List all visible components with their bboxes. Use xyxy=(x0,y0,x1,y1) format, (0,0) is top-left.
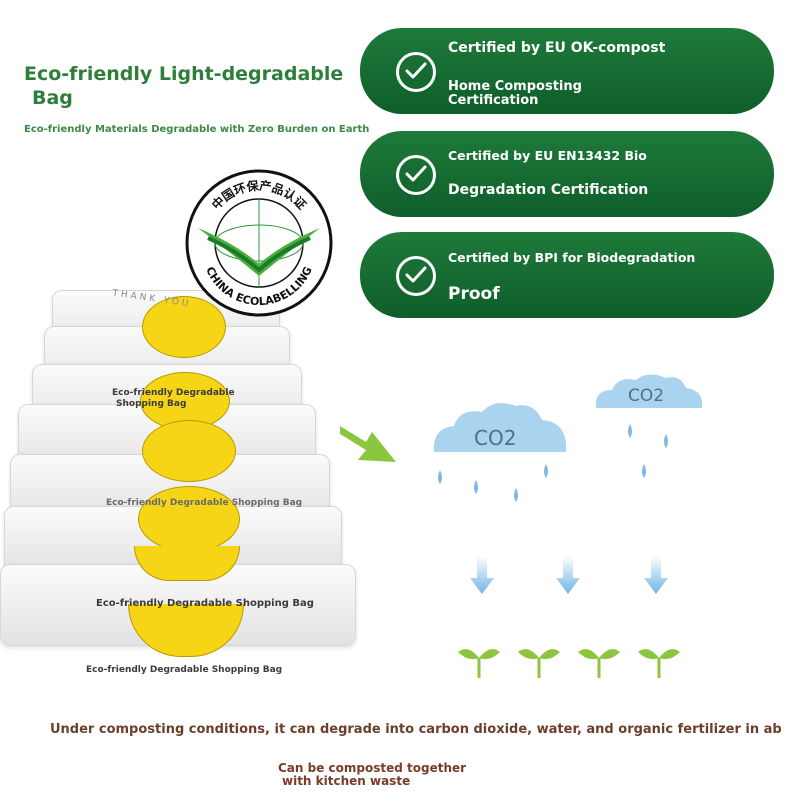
bag-label: Eco-friendly Degradable Shopping Bag xyxy=(96,598,314,609)
co2-label: CO2 xyxy=(474,426,517,450)
page-subtitle: Eco-friendly Materials Degradable with Z… xyxy=(24,124,370,135)
certification-detail: Home Composting Certification xyxy=(448,79,582,108)
check-circle-icon xyxy=(396,52,436,92)
raindrop-icon xyxy=(544,464,548,478)
sprout-icon xyxy=(578,649,620,678)
certification-pill-bpi: Certified by BPI for Biodegradation Proo… xyxy=(360,232,774,318)
certification-detail: Proof xyxy=(448,284,500,304)
raindrop-icon xyxy=(628,424,632,438)
raindrop-icon xyxy=(514,488,518,502)
certification-title: Certified by EU EN13432 Bio xyxy=(448,148,647,163)
smiley-face-icon xyxy=(142,296,226,358)
cloud-icon xyxy=(430,400,570,460)
bag-label: Eco-friendly Degradable Shopping Bag xyxy=(106,498,303,508)
kitchen-waste-note: Can be composted together with kitchen w… xyxy=(278,762,466,788)
kitchen-waste-note-line-1: Can be composted together xyxy=(278,761,467,775)
china-ecolabelling-seal: 中国环保产品认证 CHINA ECOLABELLING xyxy=(184,168,334,318)
bag-label: Eco-friendly Degradable xyxy=(112,388,235,398)
raindrop-icon xyxy=(664,434,668,448)
arrow-down-icon xyxy=(556,556,580,594)
sprout-icon xyxy=(458,649,500,678)
kitchen-waste-note-line-2: with kitchen waste xyxy=(282,774,411,788)
certification-pill-en13432: Certified by EU EN13432 Bio Degradation … xyxy=(360,131,774,217)
certification-title: Certified by BPI for Biodegradation xyxy=(448,250,696,265)
check-circle-icon xyxy=(396,155,436,195)
bag-label: Shopping Bag xyxy=(116,399,187,409)
cloud-icon xyxy=(594,372,704,414)
page-title: Eco-friendly Light-degradable Bag xyxy=(24,62,404,110)
certification-title: Certified by EU OK-compost xyxy=(448,40,666,56)
arrow-down-icon xyxy=(470,556,494,594)
raindrop-icon xyxy=(642,464,646,478)
smiley-face-icon xyxy=(134,546,240,581)
co2-label: CO2 xyxy=(628,386,665,406)
title-line-2: Bag xyxy=(32,87,73,109)
composting-description: Under composting conditions, it can degr… xyxy=(50,722,782,737)
bag-label: Eco-friendly Degradable Shopping Bag xyxy=(86,665,283,675)
title-line-1: Eco-friendly Light-degradable xyxy=(24,63,344,85)
arrow-down-right-icon xyxy=(338,416,400,470)
raindrop-icon xyxy=(474,480,478,494)
smiley-face-icon xyxy=(138,486,240,552)
sprout-icon xyxy=(638,649,680,678)
certification-pill-ok-compost: Certified by EU OK-compost Home Composti… xyxy=(360,28,774,114)
smiley-face-icon xyxy=(142,420,236,482)
raindrop-icon xyxy=(438,470,442,484)
sprout-icon xyxy=(518,649,560,678)
certification-detail: Degradation Certification xyxy=(448,182,649,198)
arrow-down-icon xyxy=(644,556,668,594)
check-circle-icon xyxy=(396,256,436,296)
